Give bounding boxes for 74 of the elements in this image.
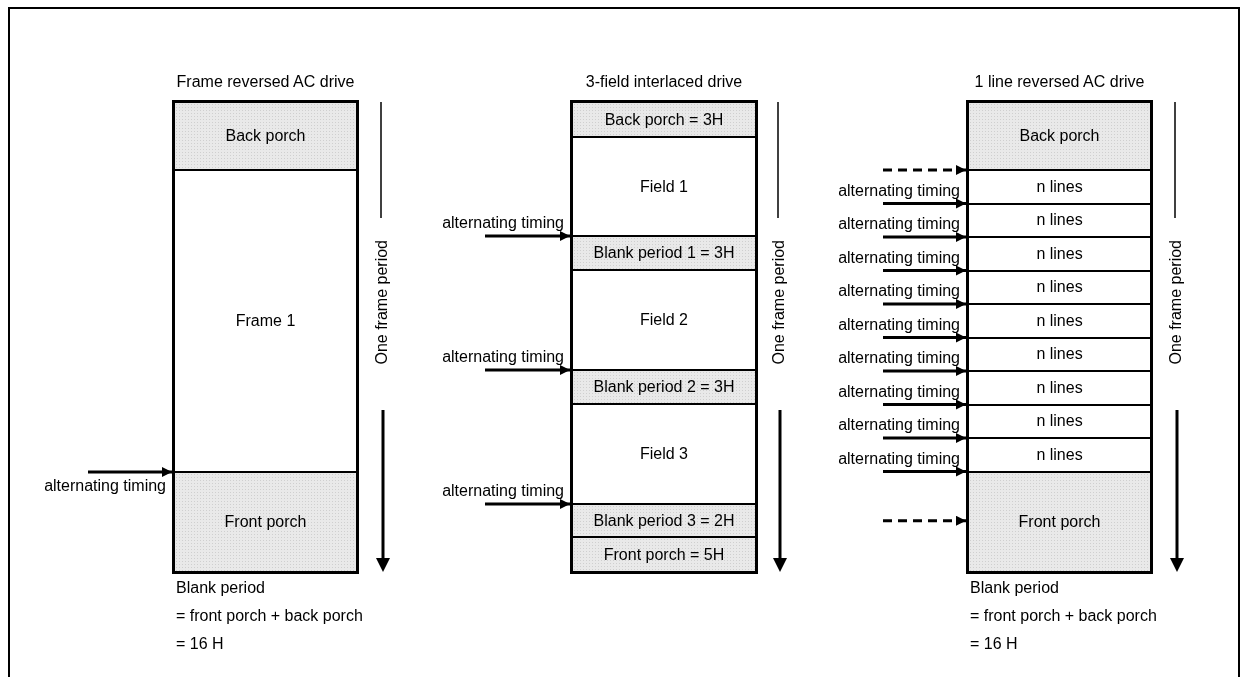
arrow (883, 466, 966, 477)
blank-period-segment (175, 471, 356, 571)
blank-period-segment (175, 103, 356, 169)
segment-label: Back porch = 3H (604, 110, 724, 129)
note-text: Blank period (176, 579, 265, 597)
arrow (883, 366, 966, 376)
column-heading: 3-field interlaced drive (584, 72, 744, 92)
arrow (883, 198, 966, 209)
blank-period-segment (573, 503, 755, 536)
timing-column (172, 100, 359, 574)
edge-label: alternating timing (838, 349, 960, 366)
edge-label: alternating timing (838, 181, 960, 199)
edge-label: alternating timing (442, 348, 564, 365)
arrow (883, 332, 966, 343)
timing-column (966, 100, 1153, 574)
blank-period-segment (573, 536, 755, 571)
segment-label: Blank period 2 = 3H (593, 378, 735, 396)
segment-label: n lines (1036, 412, 1083, 431)
edge-label: alternating timing (442, 214, 564, 231)
segment-label: n lines (1036, 278, 1083, 297)
blank-period-segment (969, 470, 1150, 571)
edge-label: alternating timing (838, 315, 960, 333)
edge-label: alternating timing (44, 477, 166, 494)
segment-label: Field 2 (640, 311, 688, 329)
edge-label: alternating timing (838, 382, 960, 400)
period-label: One frame period (770, 240, 788, 365)
dashed-arrow (883, 515, 966, 526)
period-label: One frame period (1167, 240, 1185, 365)
arrow (485, 231, 570, 241)
dashed-arrow (883, 165, 966, 175)
segment-label: n lines (1036, 311, 1083, 330)
segment-label: Blank period 1 = 3H (593, 244, 735, 262)
edge-label: alternating timing (838, 449, 960, 467)
blank-period-segment (573, 103, 755, 136)
segment-label: Field 3 (640, 445, 688, 463)
segment-label: Blank period 3 = 2H (593, 511, 735, 530)
edge-label: alternating timing (838, 282, 960, 299)
note-text: = front porch + back porch (176, 607, 363, 625)
column-heading: Frame reversed AC drive (175, 72, 356, 92)
blank-period-segment (573, 369, 755, 403)
edge-label: alternating timing (838, 248, 960, 266)
blank-period-segment (969, 103, 1150, 169)
segment-label: Back porch (1019, 127, 1100, 145)
arrow (88, 467, 172, 477)
period-label: One frame period (373, 240, 391, 365)
edge-label: alternating timing (442, 482, 564, 499)
segment-label: n lines (1036, 244, 1083, 263)
segment-label: Back porch (225, 127, 306, 145)
segment-label: n lines (1036, 211, 1083, 230)
segment-label: Frame 1 (235, 312, 296, 330)
arrow (883, 265, 966, 276)
edge-label: alternating timing (838, 215, 960, 232)
blank-period-segment (573, 235, 755, 269)
segment-label: n lines (1036, 378, 1083, 397)
timing-column (570, 100, 758, 574)
segment-label: Front porch (1018, 512, 1101, 531)
arrow (883, 433, 966, 443)
note-text: = front porch + back porch (970, 607, 1157, 625)
segment-label: Front porch = 5H (603, 545, 725, 564)
segment-label: n lines (1036, 345, 1083, 364)
segment-label: Front porch (224, 513, 307, 531)
edge-label: alternating timing (838, 416, 960, 433)
note-text: Blank period (970, 579, 1059, 597)
arrow (485, 499, 570, 509)
segment-label: n lines (1036, 445, 1083, 464)
note-text: = 16 H (176, 635, 224, 653)
note-text: = 16 H (970, 635, 1018, 653)
segment-label: Field 1 (640, 177, 688, 196)
arrow (485, 365, 570, 375)
column-heading: 1 line reversed AC drive (973, 72, 1146, 92)
arrow (883, 232, 966, 242)
segment-label: n lines (1036, 177, 1083, 196)
arrow (883, 399, 966, 410)
arrow (883, 299, 966, 309)
